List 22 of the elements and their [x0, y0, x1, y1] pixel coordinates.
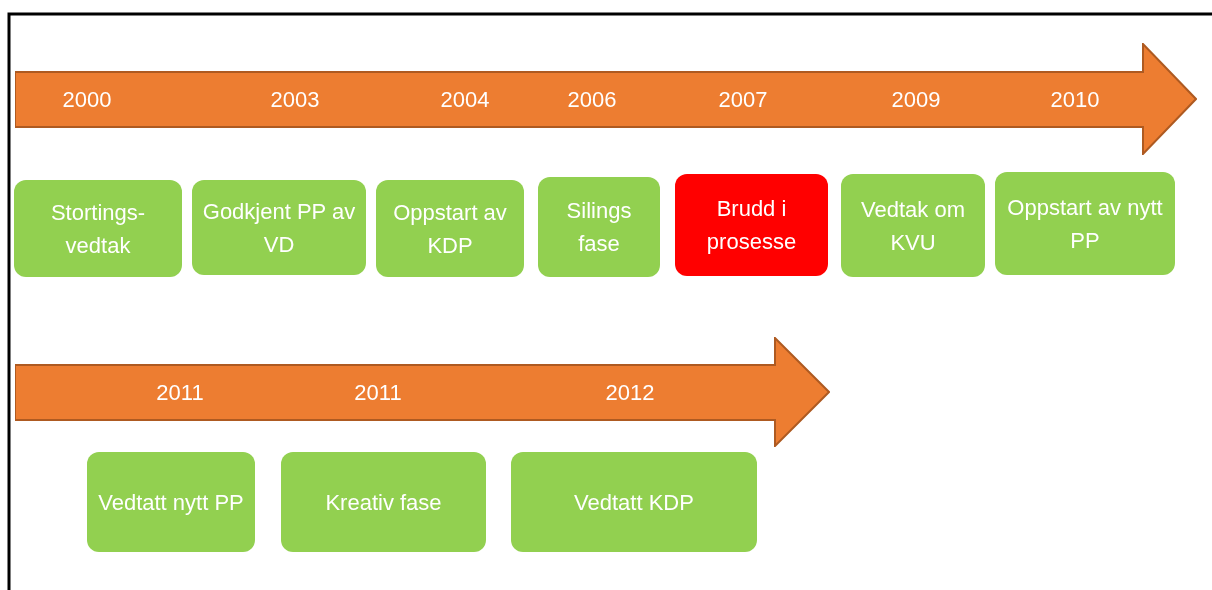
year-label: 2011: [156, 379, 204, 406]
year-label: 2006: [567, 86, 617, 113]
milestone-box: Vedtatt nytt PP: [87, 452, 255, 552]
year-label: 2010: [1050, 86, 1100, 113]
year-label: 2003: [270, 86, 320, 113]
milestone-box: Godkjent PP av VD: [192, 180, 366, 275]
year-label: 2000: [62, 86, 112, 113]
year-label: 2007: [718, 86, 768, 113]
milestone-box: Brudd i prosesse: [675, 174, 828, 276]
milestone-box: Kreativ fase: [281, 452, 486, 552]
milestone-box: Stortings- vedtak: [14, 180, 182, 277]
year-label: 2004: [440, 86, 490, 113]
year-label: 2012: [605, 379, 655, 406]
milestone-box: Silings fase: [538, 177, 660, 277]
timeline-arrow: [15, 337, 830, 447]
milestone-box: Oppstart av nytt PP: [995, 172, 1175, 275]
milestone-box: Oppstart av KDP: [376, 180, 524, 277]
year-label: 2009: [891, 86, 941, 113]
milestone-box: Vedtatt KDP: [511, 452, 757, 552]
timeline-arrow: [15, 43, 1197, 155]
milestone-box: Vedtak om KVU: [841, 174, 985, 277]
year-label: 2011: [354, 379, 402, 406]
